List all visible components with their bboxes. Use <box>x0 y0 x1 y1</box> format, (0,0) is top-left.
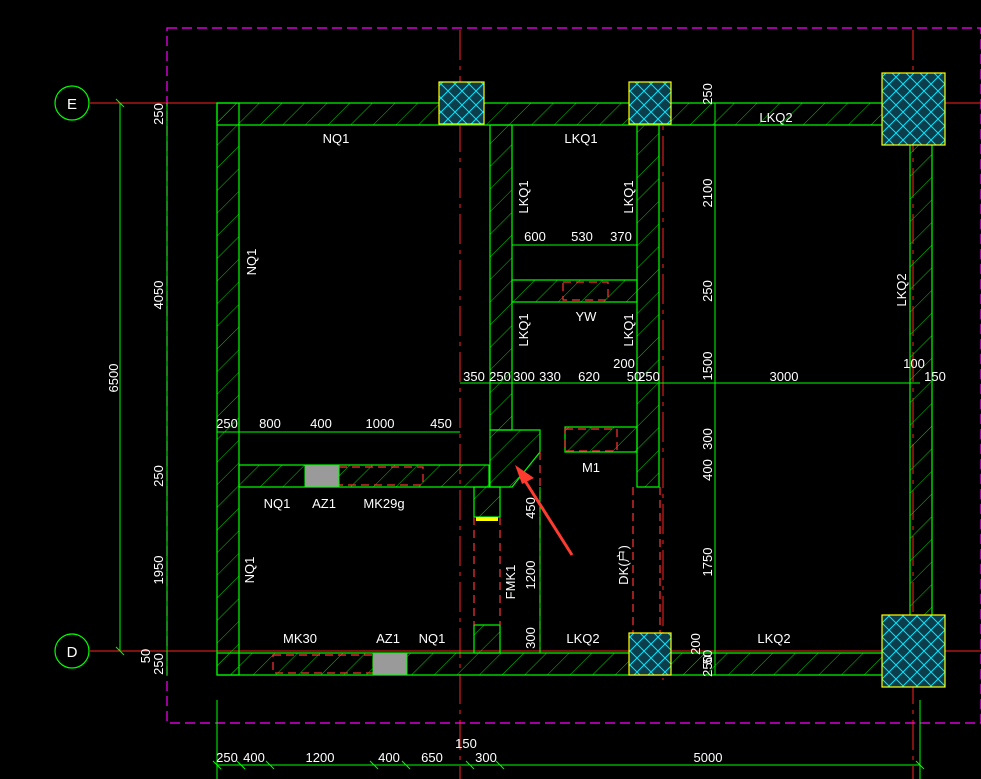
az1-block-mid <box>304 464 340 488</box>
dim-b-650: 650 <box>421 750 443 765</box>
label-nq1-mid: NQ1 <box>264 496 291 511</box>
dim-v-1200: 1200 <box>523 561 538 590</box>
dim-v-450: 450 <box>523 497 538 519</box>
dim-v-300: 300 <box>523 627 538 649</box>
label-yw: YW <box>576 309 598 324</box>
dim-1950: 1950 <box>151 556 166 585</box>
label-nq1-left-lower: NQ1 <box>242 557 257 584</box>
label-nq1-top: NQ1 <box>323 131 350 146</box>
dim-b-1200: 1200 <box>306 750 335 765</box>
dim-r-50: 50 <box>700 650 715 664</box>
label-dk: DK(户) <box>616 545 631 585</box>
dim-row-330: 330 <box>539 369 561 384</box>
label-az1-mid: AZ1 <box>312 496 336 511</box>
axis-bubble-d: D <box>54 633 90 669</box>
dim-m-1000: 1000 <box>366 416 395 431</box>
dim-row-300: 300 <box>513 369 535 384</box>
dim-r-250-c: 250 <box>700 655 715 677</box>
label-nq1-bottom: NQ1 <box>419 631 446 646</box>
walls <box>216 102 933 676</box>
dim-r-1500: 1500 <box>700 352 715 381</box>
dim-b-250: 250 <box>216 750 238 765</box>
dimension-texts: 6500 250 4050 250 1950 50 250 250 2100 2… <box>106 83 946 765</box>
dim-row-250: 250 <box>489 369 511 384</box>
dim-r-200: 200 <box>688 633 703 655</box>
dim-4050: 4050 <box>151 281 166 310</box>
dim-50: 50 <box>138 649 153 663</box>
dim-r-250-b: 250 <box>700 280 715 302</box>
label-lkq2-bottom1: LKQ2 <box>566 631 599 646</box>
label-mk29g: MK29g <box>363 496 404 511</box>
label-fmk1: FMK1 <box>503 565 518 600</box>
dim-r-400: 400 <box>700 459 715 481</box>
az1-block-bottom <box>372 652 408 676</box>
dim-r-300: 300 <box>700 428 715 450</box>
axis-d-label: D <box>67 644 78 661</box>
dim-row-50: 50 <box>627 369 641 384</box>
dim-m-400: 400 <box>310 416 332 431</box>
columns <box>438 72 946 688</box>
dim-row-3000: 3000 <box>770 369 799 384</box>
label-lkq2-right: LKQ2 <box>894 273 909 306</box>
dim-m-250: 250 <box>216 416 238 431</box>
label-nq1-left-upper: NQ1 <box>244 249 259 276</box>
dim-b-5000: 5000 <box>694 750 723 765</box>
dim-250-a: 250 <box>151 103 166 125</box>
axis-e-label: E <box>67 96 77 113</box>
label-m1: M1 <box>582 460 600 475</box>
label-mk30: MK30 <box>283 631 317 646</box>
dim-w-600: 600 <box>524 229 546 244</box>
dim-row-250-b: 250 <box>638 369 660 384</box>
dim-b-300: 300 <box>475 750 497 765</box>
dim-row-350: 350 <box>463 369 485 384</box>
small-marker <box>476 517 498 521</box>
dim-row-200: 200 <box>613 356 635 371</box>
dim-row-100: 100 <box>903 356 925 371</box>
dim-r-1750: 1750 <box>700 548 715 577</box>
axis-bubble-e: E <box>54 85 90 121</box>
annotation-arrow <box>515 465 574 556</box>
dim-m-800: 800 <box>259 416 281 431</box>
dim-m-450: 450 <box>430 416 452 431</box>
dim-b-400-b: 400 <box>378 750 400 765</box>
label-lkq2-top: LKQ2 <box>759 110 792 125</box>
label-lkq1-v4: LKQ1 <box>621 313 636 346</box>
label-lkq2-bottom2: LKQ2 <box>757 631 790 646</box>
dimension-ticks <box>115 98 925 770</box>
label-lkq1-v1: LKQ1 <box>516 180 531 213</box>
dim-b-400: 400 <box>243 750 265 765</box>
dimension-lines <box>119 103 921 779</box>
dim-6500: 6500 <box>106 364 121 393</box>
label-az1-bottom: AZ1 <box>376 631 400 646</box>
label-lkq1-v3: LKQ1 <box>516 313 531 346</box>
dim-row-150: 150 <box>924 369 946 384</box>
dim-w-530: 530 <box>571 229 593 244</box>
element-labels: NQ1 LKQ1 LKQ2 NQ1 LKQ1 LKQ1 LKQ1 LKQ1 LK… <box>242 110 909 646</box>
dim-250-c: 250 <box>151 653 166 675</box>
label-lkq1-top: LKQ1 <box>564 131 597 146</box>
dim-row-620: 620 <box>578 369 600 384</box>
label-lkq1-v2: LKQ1 <box>621 180 636 213</box>
dim-w-370: 370 <box>610 229 632 244</box>
dim-b-150: 150 <box>455 736 477 751</box>
dim-r-250: 250 <box>700 83 715 105</box>
dim-r-2100: 2100 <box>700 179 715 208</box>
dim-250-b: 250 <box>151 465 166 487</box>
